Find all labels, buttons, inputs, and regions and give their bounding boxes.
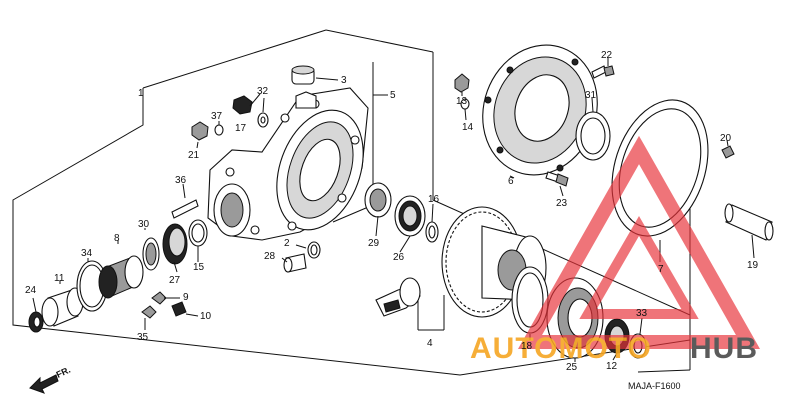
callout-4: 4 (427, 338, 433, 349)
leader-lines (32, 58, 755, 362)
callout-34: 34 (81, 248, 93, 259)
front-direction-arrow: FR. (29, 365, 72, 394)
callout-22: 22 (601, 50, 613, 61)
callout-36: 36 (175, 175, 187, 186)
left-drive-parts (28, 219, 208, 333)
callout-13: 13 (456, 96, 468, 107)
callout-30: 30 (138, 219, 150, 230)
callout-2: 2 (284, 238, 290, 249)
callout-20: 20 (720, 133, 732, 144)
callout-6: 6 (508, 176, 514, 187)
callout-labels: 1 2 3 4 5 6 7 8 9 10 11 12 13 14 15 16 1… (25, 50, 759, 373)
callout-31: 31 (585, 90, 597, 101)
final-drive-case (207, 87, 369, 241)
callout-15: 15 (193, 262, 205, 273)
callout-11: 11 (54, 273, 65, 284)
stud-bolt (171, 199, 199, 219)
callout-5: 5 (390, 90, 396, 101)
callout-18: 18 (521, 341, 533, 352)
callout-9: 9 (183, 292, 189, 303)
bolt-20 (721, 145, 735, 159)
callout-32: 32 (257, 86, 269, 97)
callout-1: 1 (138, 88, 144, 99)
hardware-top-left (191, 95, 269, 141)
axle-sleeve (724, 203, 774, 241)
callout-37: 37 (211, 111, 223, 122)
flange-bolts (545, 65, 615, 187)
callout-7: 7 (658, 264, 664, 275)
watermark-word-hub: HUB (690, 332, 758, 365)
watermark-triangle-inner (579, 216, 699, 319)
watermark-triangle-outer (517, 135, 761, 349)
callout-3: 3 (341, 75, 347, 86)
callout-23: 23 (556, 198, 568, 209)
callout-27: 27 (169, 275, 181, 286)
watermark-word-automoto: AUTOMOTO (470, 332, 652, 365)
callout-24: 24 (25, 285, 37, 296)
automotohub-watermark: AUTOMOTO HUB (470, 135, 761, 365)
callout-16: 16 (428, 194, 440, 205)
drawing-code: MAJA-F1600 (628, 381, 681, 391)
callout-14: 14 (462, 122, 474, 133)
callout-33: 33 (636, 308, 648, 319)
small-bolts-lower (141, 291, 187, 319)
callout-25: 25 (566, 362, 578, 373)
callout-19: 19 (747, 260, 759, 271)
nut-and-washer (454, 73, 470, 110)
o-ring-and-collar (283, 241, 321, 273)
callout-21: 21 (188, 150, 200, 161)
front-direction-label: FR. (55, 365, 72, 380)
callout-26: 26 (393, 252, 405, 263)
callout-10: 10 (200, 311, 212, 322)
callout-35: 35 (137, 332, 149, 343)
callout-8: 8 (114, 233, 120, 244)
callout-17: 17 (235, 123, 247, 134)
callout-29: 29 (368, 238, 380, 249)
large-seal-ring (611, 99, 709, 237)
breather-cap (291, 65, 315, 85)
callout-28: 28 (264, 251, 276, 262)
oil-seal (575, 111, 611, 161)
callout-12: 12 (606, 361, 618, 372)
